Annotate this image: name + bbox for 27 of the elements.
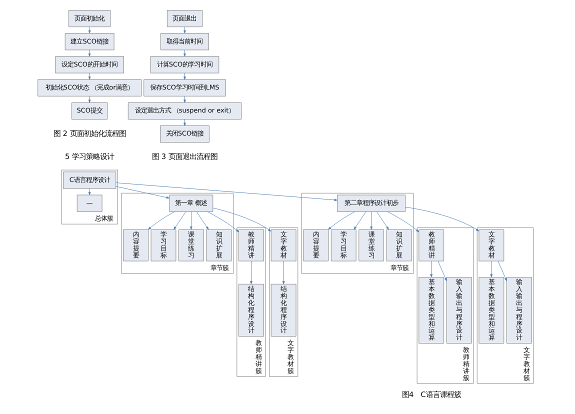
arrow [207,211,239,232]
arrow [196,211,209,230]
arrow [438,260,447,282]
arrow [88,50,91,57]
arrow [174,211,186,230]
arrow [354,211,366,230]
arrow [370,211,373,230]
arrow [184,96,186,103]
arrow [282,260,285,284]
arrow [88,72,91,80]
arrow [116,186,170,199]
arrow [184,72,186,80]
arrow [490,260,493,278]
arrow [405,206,480,232]
arrow [116,182,338,202]
arrow [88,96,91,103]
arrow [498,260,507,282]
arrow [184,50,186,57]
arrow [190,211,192,230]
arrow [430,260,433,278]
arrow [148,211,175,230]
arrow [376,211,389,230]
arrow [328,211,356,230]
arrow [88,188,91,196]
arrow [250,260,252,284]
arrow [212,208,272,232]
arrow [387,211,420,232]
